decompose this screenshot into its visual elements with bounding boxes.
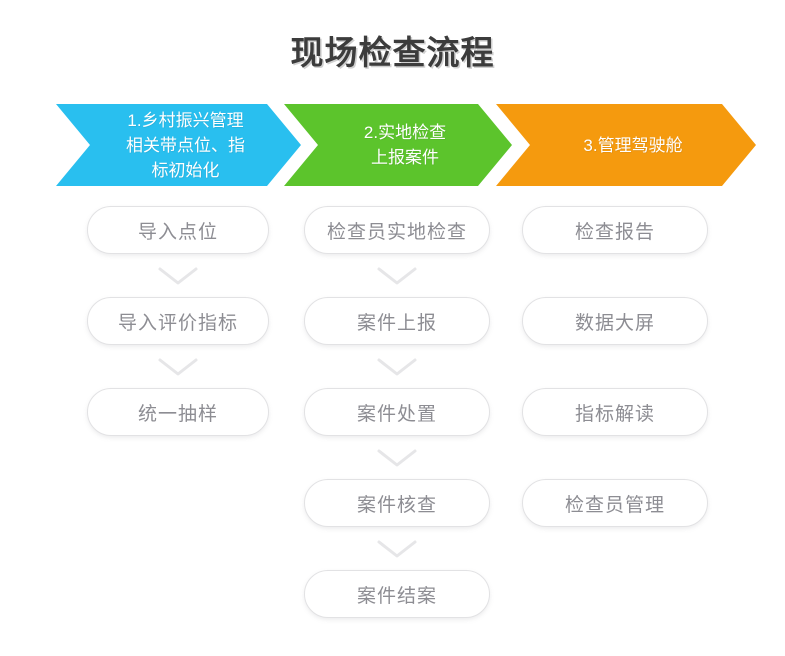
stage-banner-row: 1.乡村振兴管理 相关带点位、指 标初始化 2.实地检查 上报案件 3.管理驾驶… [56, 104, 756, 186]
flow-node-label: 导入评价指标 [117, 312, 238, 334]
stage-banner-3-label: 3.管理驾驶舱 [583, 135, 683, 155]
stage-banner-2[interactable]: 2.实地检查 上报案件 [284, 104, 512, 186]
flow-node[interactable]: 导入点位 [87, 206, 269, 254]
stage-banner-1-label: 1.乡村振兴管理 相关带点位、指 标初始化 [126, 110, 245, 180]
flow-column-3: 检查报告数据大屏指标解读检查员管理 [522, 206, 708, 527]
stage-banner-3[interactable]: 3.管理驾驶舱 [496, 104, 756, 186]
flow-node-label: 数据大屏 [574, 312, 655, 334]
flow-node[interactable]: 检查员管理 [522, 479, 708, 527]
chevron-down-icon [304, 254, 490, 297]
flow-node[interactable]: 案件结案 [304, 570, 490, 618]
chevron-down-icon [87, 254, 269, 297]
flow-node-label: 案件核查 [356, 494, 437, 516]
chevron-down-icon [304, 527, 490, 570]
flow-node-label: 检查报告 [574, 221, 655, 243]
flow-column-1: 导入点位导入评价指标统一抽样 [87, 206, 269, 436]
node-spacer [522, 436, 708, 479]
flow-node[interactable]: 案件处置 [304, 388, 490, 436]
node-spacer [522, 254, 708, 297]
chevron-down-icon [304, 436, 490, 479]
flow-node[interactable]: 案件上报 [304, 297, 490, 345]
flow-columns: 导入点位导入评价指标统一抽样 检查员实地检查案件上报案件处置案件核查案件结案 检… [0, 206, 785, 656]
flow-node[interactable]: 数据大屏 [522, 297, 708, 345]
flow-node[interactable]: 统一抽样 [87, 388, 269, 436]
chevron-down-icon [304, 345, 490, 388]
flow-node-label: 检查员实地检查 [326, 221, 467, 243]
page-title: 现场检查流程 [290, 34, 495, 71]
flow-node-label: 检查员管理 [564, 494, 665, 516]
flow-node-label: 统一抽样 [137, 403, 218, 425]
node-spacer [522, 345, 708, 388]
flow-node-label: 案件上报 [356, 312, 437, 334]
flow-node[interactable]: 导入评价指标 [87, 297, 269, 345]
flow-node[interactable]: 指标解读 [522, 388, 708, 436]
flow-node-label: 案件处置 [356, 403, 437, 425]
flow-node-label: 指标解读 [574, 403, 655, 425]
flow-node[interactable]: 检查员实地检查 [304, 206, 490, 254]
stage-banner-2-label: 2.实地检查 上报案件 [363, 123, 447, 167]
stage-banner-1[interactable]: 1.乡村振兴管理 相关带点位、指 标初始化 [56, 104, 301, 186]
flow-column-2: 检查员实地检查案件上报案件处置案件核查案件结案 [304, 206, 490, 618]
flow-node-label: 导入点位 [137, 221, 218, 243]
chevron-down-icon [87, 345, 269, 388]
flow-node[interactable]: 案件核查 [304, 479, 490, 527]
flow-node[interactable]: 检查报告 [522, 206, 708, 254]
flow-node-label: 案件结案 [356, 585, 437, 607]
